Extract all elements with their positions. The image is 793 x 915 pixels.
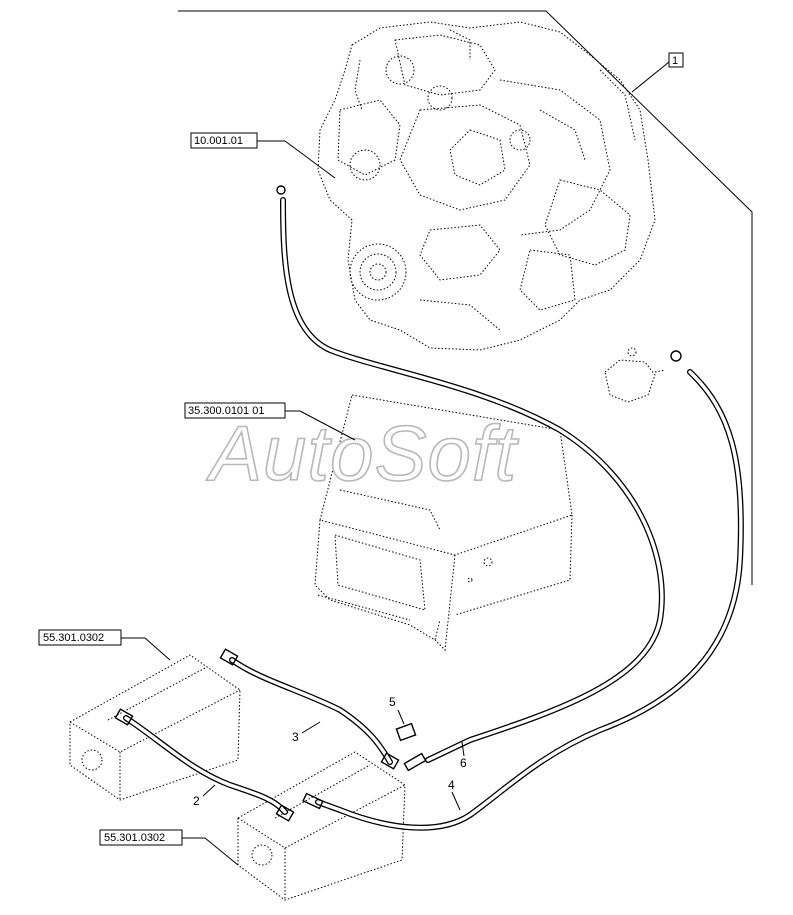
ref-battery-upper-label: 55.301.0302 bbox=[38, 629, 171, 661]
item-6-text: 6 bbox=[460, 756, 467, 770]
item-5-text: 5 bbox=[389, 695, 396, 709]
cable-2 bbox=[123, 715, 288, 815]
cable-3 bbox=[229, 657, 393, 765]
item-2-text: 2 bbox=[193, 794, 200, 808]
group-bracket bbox=[178, 10, 753, 585]
ref-battery-upper-text: 55.301.0302 bbox=[43, 632, 104, 644]
item-4-text: 4 bbox=[448, 778, 455, 792]
ref-battery-lower-label: 55.301.0302 bbox=[99, 829, 239, 866]
watermark: AutoSoft bbox=[206, 409, 520, 497]
ref-panel-text: 35.300.0101 01 bbox=[188, 405, 264, 417]
ref-panel-label: 35.300.0101 01 bbox=[184, 402, 356, 441]
cable-6 bbox=[276, 185, 665, 763]
item-3-text: 3 bbox=[292, 730, 299, 744]
ref-engine-label: 10.001.01 bbox=[190, 132, 336, 179]
panel-drawing bbox=[314, 394, 573, 652]
cable-4 bbox=[315, 350, 744, 831]
ref-group-text: 1 bbox=[672, 55, 678, 67]
terminals bbox=[114, 648, 427, 822]
item-4-callout: 4 bbox=[448, 778, 461, 811]
ref-engine-text: 10.001.01 bbox=[194, 135, 243, 147]
ref-battery-lower-text: 55.301.0302 bbox=[104, 832, 165, 844]
battery-lower-drawing bbox=[237, 751, 406, 901]
solenoid-drawing bbox=[604, 347, 666, 403]
ref-group-label: 1 bbox=[668, 52, 684, 68]
engine-drawing bbox=[317, 21, 656, 351]
item-2-callout: 2 bbox=[193, 784, 216, 808]
item-6-callout: 6 bbox=[460, 741, 467, 770]
item-5-callout: 5 bbox=[389, 695, 405, 725]
item-3-callout: 3 bbox=[292, 721, 321, 744]
